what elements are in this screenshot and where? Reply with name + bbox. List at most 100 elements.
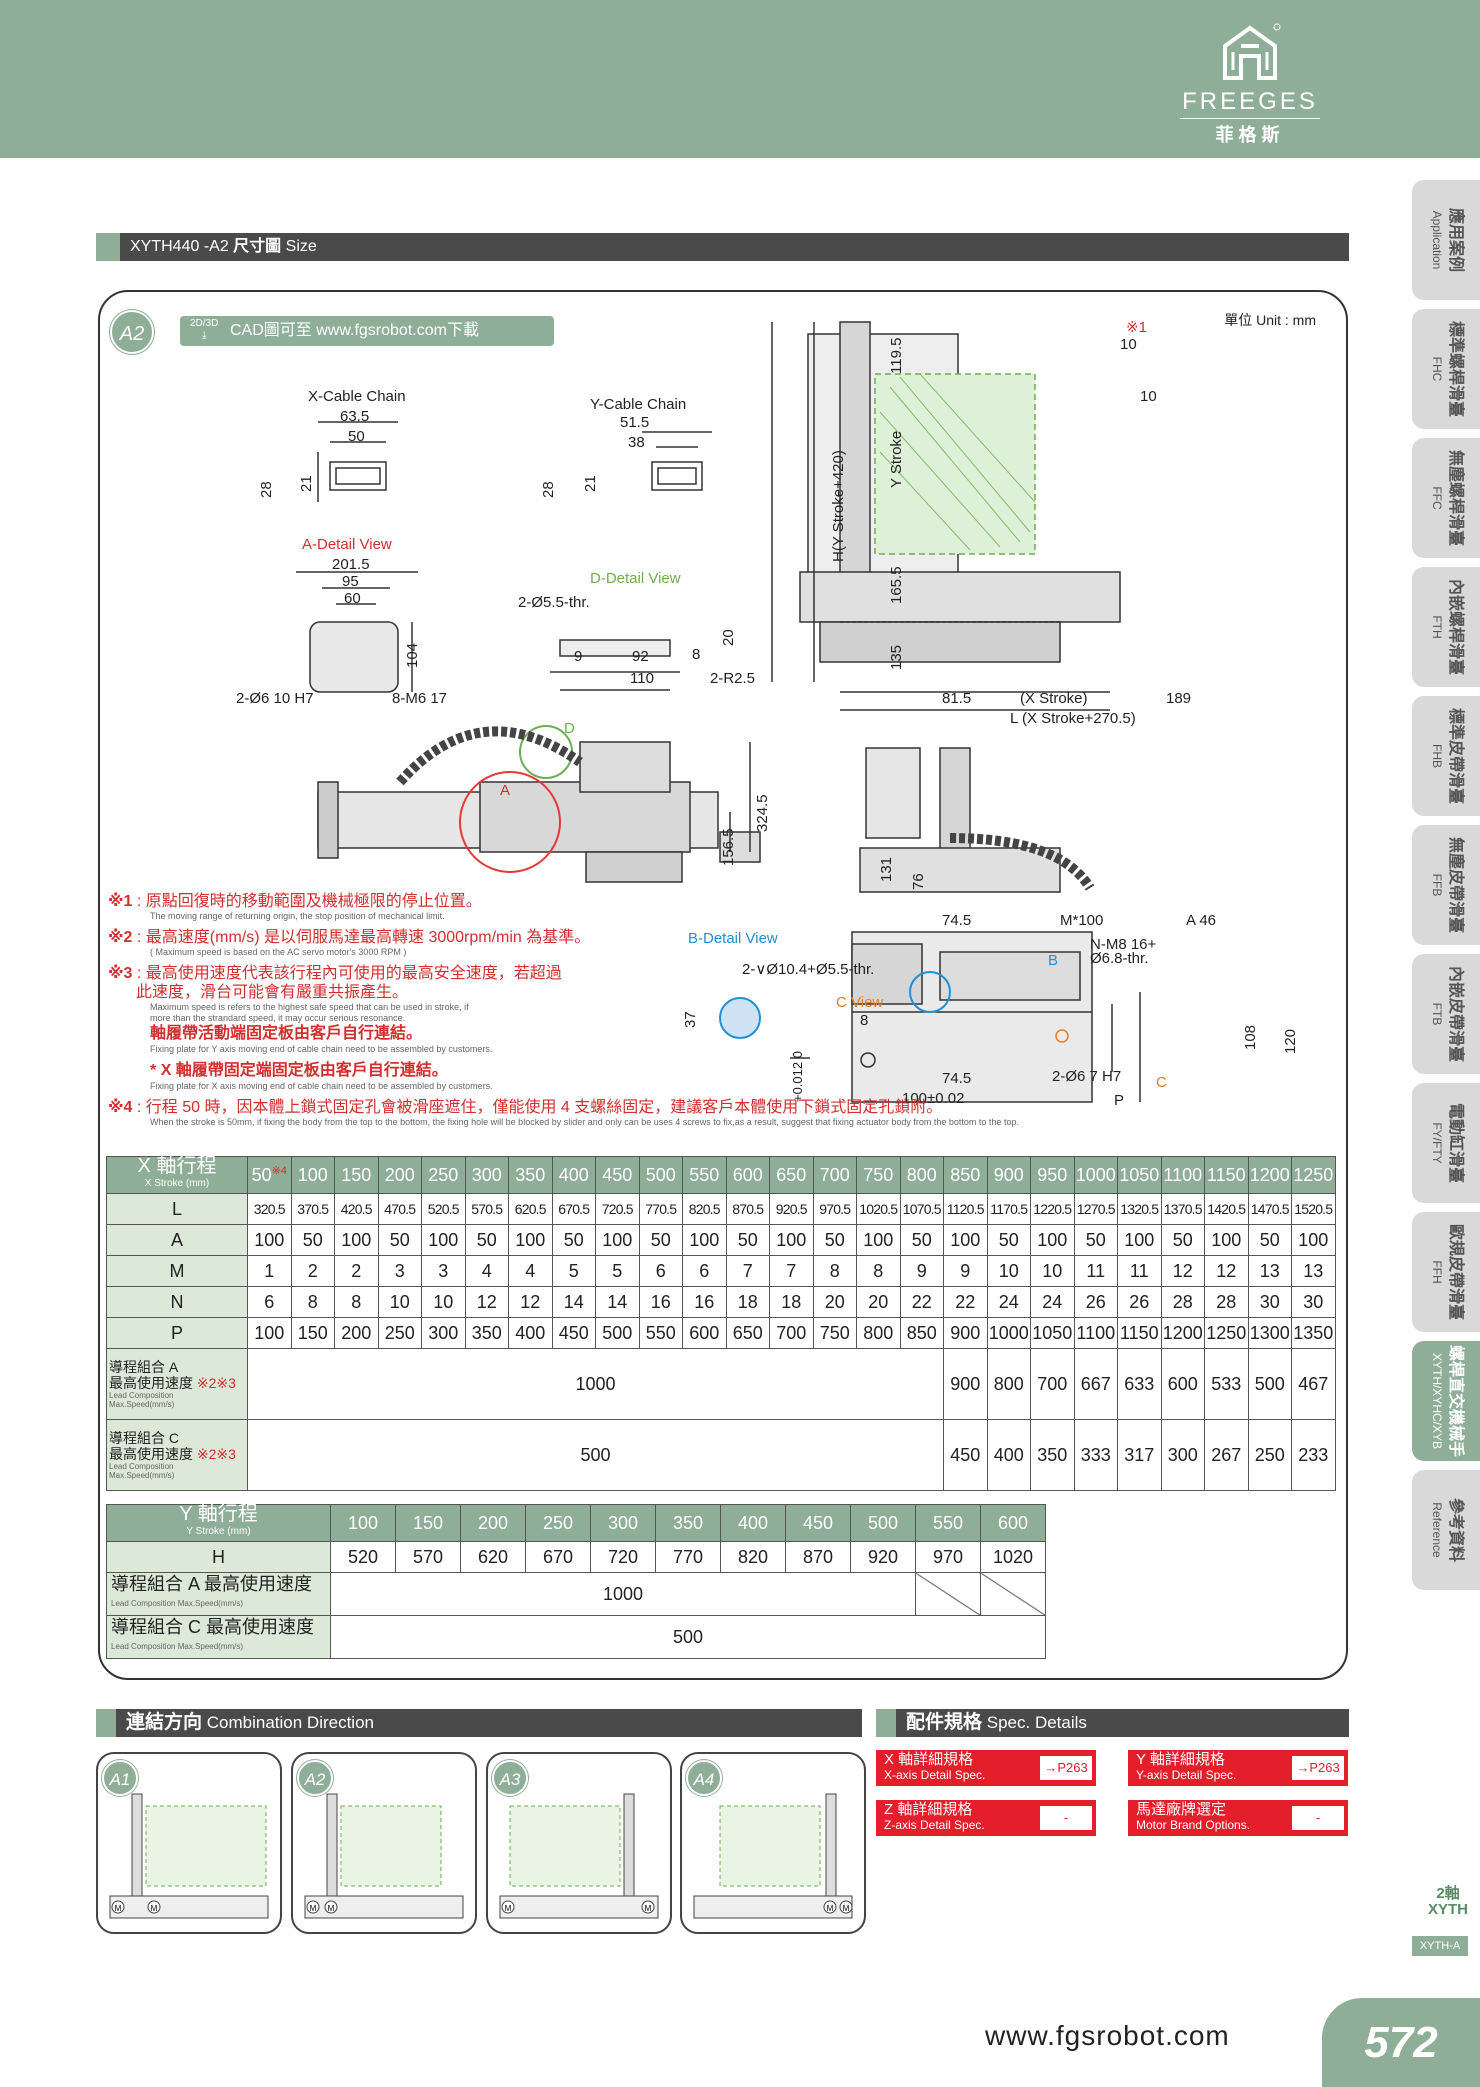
svg-text:M: M (328, 1904, 335, 1913)
p-holes: 2-Ø6 7 H7 (1052, 1068, 1122, 1085)
c-marker: C (1156, 1074, 1167, 1091)
dim-74-b: 74.5 (942, 1070, 972, 1087)
d-dim-8: 8 (692, 646, 701, 663)
combo-a3[interactable]: A3 M M (486, 1752, 672, 1934)
svg-text:M: M (115, 1904, 122, 1913)
dim-74-a: 74.5 (942, 912, 972, 929)
cad-download-link[interactable]: 2D/3D⤓ CAD圖可至 www.fgsrobot.com下載 (180, 316, 554, 346)
x-table-speed-a: 導程組合 A 最高使用速度 ※2※3 Lead Composition Max.… (106, 1348, 1336, 1420)
d-dim-9: 9 (574, 648, 583, 665)
n-68-label: Ø6.8-thr. (1090, 950, 1149, 967)
d-detail-title: D-Detail View (590, 570, 681, 587)
note-4: ※4 : 行程 50 時，因本體上鎖式固定孔會被滑座遮住，僅能使用 4 支螺絲固… (108, 1099, 1019, 1127)
spec-motor-brand-ref[interactable]: - (1292, 1806, 1344, 1830)
combo-a1-diagram: M M (109, 1793, 269, 1919)
combo-a4[interactable]: A4 M M (680, 1752, 866, 1934)
spec-section-bar: 配件規格 Spec. Details (876, 1709, 1349, 1737)
footer-url[interactable]: www.fgsrobot.com (985, 2020, 1230, 2051)
p-label: P (1114, 1092, 1125, 1109)
dim-10-b: 10 (1140, 388, 1157, 405)
y-stroke-label: Y Stroke (888, 430, 905, 488)
spec-z-axis-ref[interactable]: - (1040, 1806, 1092, 1830)
dim-81: 81.5 (942, 690, 972, 707)
c-dim-8: 8 (860, 1012, 869, 1029)
y-cable-label: Y-Cable Chain (590, 396, 687, 413)
y-cable-inner (657, 467, 697, 485)
dimension-panel: A2 2D/3D⤓ CAD圖可至 www.fgsrobot.com下載 單位 U… (98, 290, 1348, 1680)
model-name: XYTH440 -A2 (130, 238, 229, 255)
dim-76: 76 (910, 873, 927, 890)
b-holes: 2-∨Ø10.4+Ø5.5-thr. (742, 961, 875, 978)
a-dim-60: 60 (344, 590, 361, 607)
svg-text:M: M (310, 1904, 317, 1913)
x-cable-height: 28 (258, 481, 275, 498)
svg-text:M: M (827, 1904, 834, 1913)
combo-a2[interactable]: A2 M M (291, 1752, 477, 1934)
dim-10-a: 10 (1120, 336, 1137, 353)
cad-text: CAD圖可至 www.fgsrobot.com下載 (230, 322, 479, 339)
y-cable-outline (651, 461, 703, 491)
dim-131: 131 (878, 856, 895, 882)
combo-a4-diagram: M M (693, 1793, 853, 1919)
b-marker: B (1048, 952, 1059, 969)
d-dim-20: 20 (720, 629, 737, 646)
d-holes: 2-Ø5.5-thr. (518, 594, 590, 611)
model-badge: A2 (110, 310, 154, 354)
a-dim-95: 95 (342, 573, 359, 590)
a-46-label: A 46 (1186, 912, 1217, 929)
d-dim-r: 2-R2.5 (710, 670, 756, 687)
x-table-speed-c: 導程組合 C 最高使用速度 ※2※3 Lead Composition Max.… (106, 1419, 1336, 1491)
y-cable-width: 51.5 (620, 414, 650, 431)
brand-logo: FREEGES 菲格斯 (1180, 22, 1320, 145)
section-title-en: Size (285, 238, 317, 255)
dim-100: 100±0.02 (902, 1090, 965, 1107)
x-stroke-50: 50※4 (247, 1156, 292, 1194)
note-x-chain: * X 軸履帶固定端固定板由客戶自行連結。 Fixing plate for X… (150, 1062, 493, 1091)
dim-189: 189 (1166, 690, 1192, 707)
axis-count-label: 2軸 XYTH (1427, 1885, 1468, 1918)
x-cable-width: 63.5 (340, 408, 370, 425)
series-chip: XYTH-A (1412, 1936, 1468, 1956)
dim-165: 165.5 (888, 566, 905, 604)
spec-y-axis-ref[interactable]: →P263 (1292, 1756, 1344, 1780)
dim-324: 324.5 (754, 794, 771, 832)
x-stroke-label: (X Stroke) (1020, 690, 1088, 707)
spec-x-axis-ref[interactable]: →P263 (1040, 1756, 1092, 1780)
a-m6: 8-M6 17 (392, 690, 448, 707)
unit-label: 單位 Unit : mm (1224, 312, 1316, 328)
a-dim-104: 104 (404, 642, 421, 668)
brand-name-en: FREEGES (1182, 88, 1318, 115)
x-cable-label: X-Cable Chain (308, 388, 406, 405)
dim-119: 119.5 (888, 337, 905, 374)
stroke-mark-1: ※1 (1126, 319, 1147, 336)
combo-a1[interactable]: A1 M M (96, 1752, 282, 1934)
notes: ※1 : 原點回復時的移動範圍及機械極限的停止位置。 The moving ra… (108, 892, 1328, 1134)
freeges-logo-icon (1223, 23, 1281, 80)
note-3: ※3 : 最高使用速度代表該行程內可使用的最高安全速度，若超過 此速度，滑台可能… (108, 965, 562, 1054)
